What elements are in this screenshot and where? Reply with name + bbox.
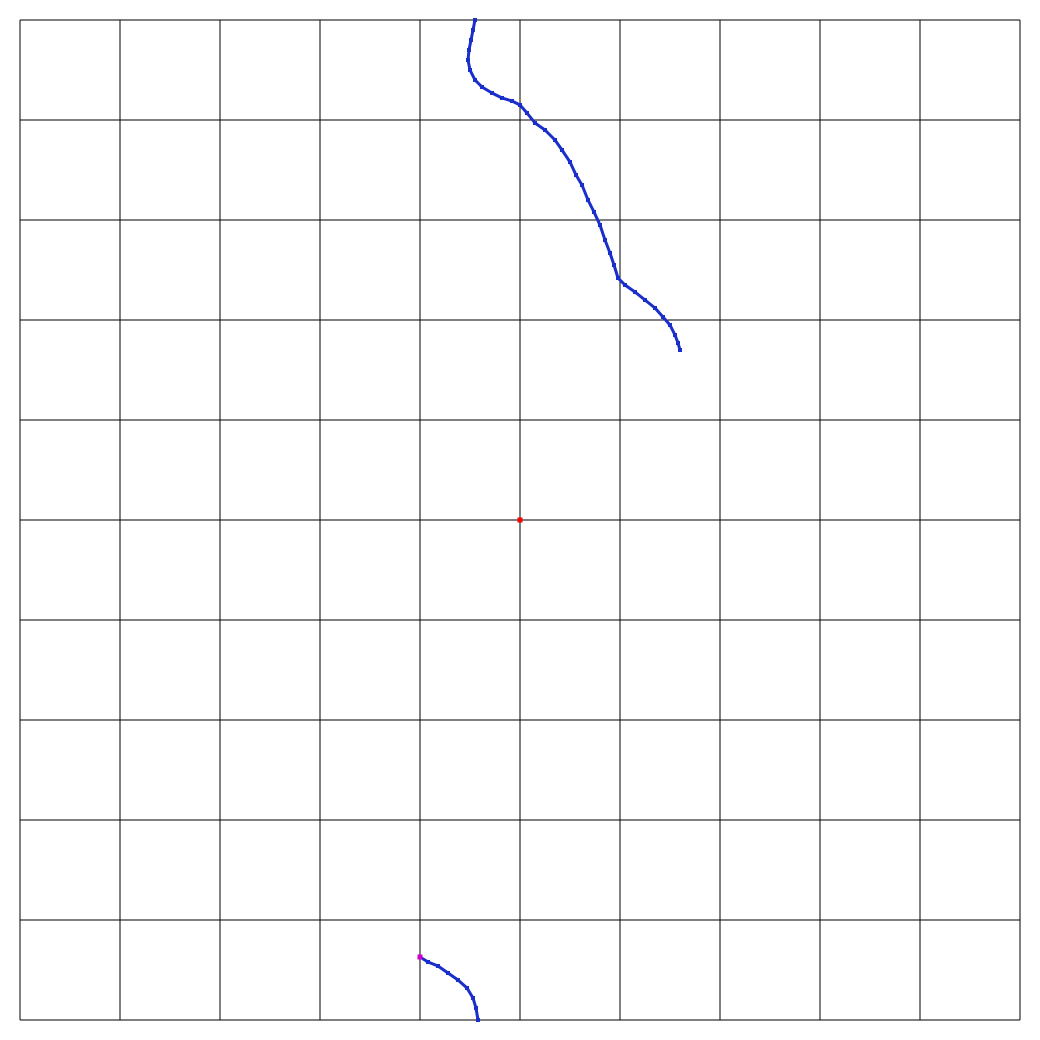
trajectory-point	[426, 960, 430, 964]
trajectory-point	[510, 99, 514, 103]
center-marker	[517, 517, 523, 523]
trajectory-point	[480, 85, 484, 89]
trajectory-point	[673, 333, 677, 337]
trajectory-point	[476, 1018, 480, 1022]
trajectory-point	[616, 276, 620, 280]
trajectory-point	[456, 978, 460, 982]
marker-group	[417, 517, 523, 960]
trajectory-point	[467, 48, 471, 52]
trajectory-point	[500, 96, 504, 100]
trajectory-point	[525, 111, 529, 115]
trajectory-point	[533, 121, 537, 125]
trajectory-point	[653, 306, 657, 310]
trajectory-point	[553, 138, 557, 142]
trajectory-point	[471, 28, 475, 32]
trajectory-group	[418, 18, 682, 1022]
trajectory-point	[643, 298, 647, 302]
trajectory-point	[574, 173, 578, 177]
trajectory-point	[473, 18, 477, 22]
trajectory-point	[633, 290, 637, 294]
trajectory-point	[436, 964, 440, 968]
trajectory-point	[469, 38, 473, 42]
trajectory-point	[661, 315, 665, 319]
trajectory-point	[612, 263, 616, 267]
trajectory-point	[543, 128, 547, 132]
trajectory-point	[608, 251, 612, 255]
trajectory-point	[603, 238, 607, 242]
trajectory-point	[466, 58, 470, 62]
trajectory-point	[592, 210, 596, 214]
trajectory-point	[668, 323, 672, 327]
trajectory-point	[471, 996, 475, 1000]
trajectory-point	[568, 160, 572, 164]
trajectory-point	[446, 971, 450, 975]
trajectory-point	[465, 986, 469, 990]
start-marker	[417, 954, 423, 960]
trajectory-point	[560, 148, 564, 152]
trajectory-point	[468, 68, 472, 72]
trajectory-point	[623, 283, 627, 287]
trajectory-point	[598, 223, 602, 227]
trajectory-point	[518, 103, 522, 107]
trajectory-point	[474, 1006, 478, 1010]
grid-lines	[19, 19, 1021, 1021]
trajectory-point	[490, 91, 494, 95]
trajectory-point	[580, 183, 584, 187]
trajectory-point	[586, 198, 590, 202]
trajectory-point	[473, 78, 477, 82]
trajectory-point	[678, 348, 682, 352]
trajectory-point	[676, 341, 680, 345]
